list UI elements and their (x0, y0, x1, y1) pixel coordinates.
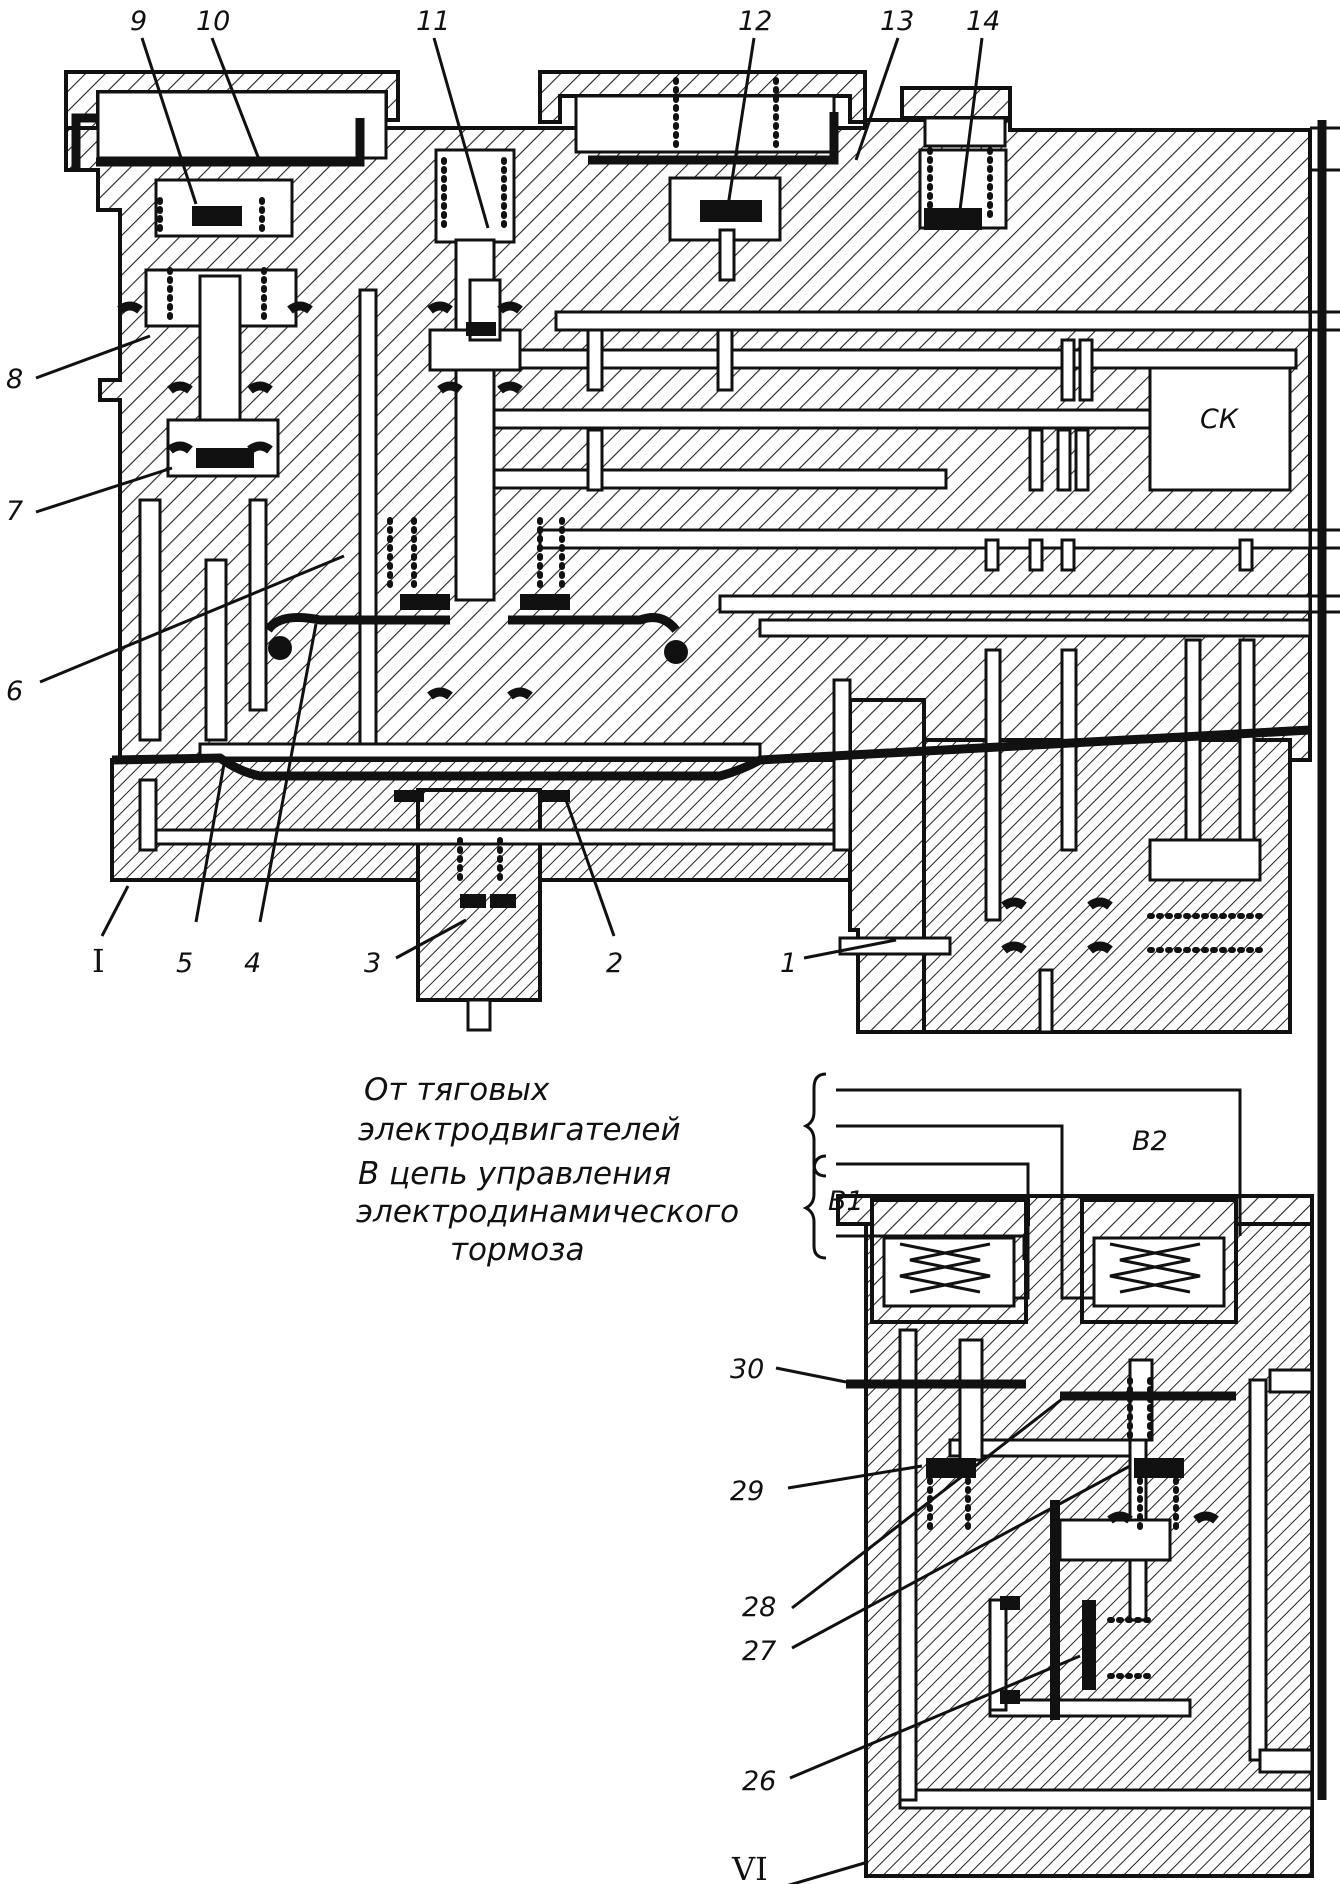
caption-line-5: тормоза (450, 1232, 585, 1268)
solenoid-b2 (1109, 1242, 1201, 1294)
label-28: 28 (742, 1592, 776, 1623)
wiring (802, 1072, 1242, 1300)
label-14: 14 (966, 6, 1000, 37)
label-6: 6 (6, 676, 23, 707)
label-I: I (92, 942, 105, 980)
label-b1: В1 (828, 1186, 864, 1217)
label-3: 3 (364, 948, 381, 979)
label-26: 26 (742, 1766, 776, 1797)
upper-springs (157, 77, 1267, 953)
label-11: 11 (416, 6, 450, 37)
label-1: 1 (780, 948, 797, 979)
label-b2: В2 (1132, 1126, 1168, 1157)
label-ck: СК (1200, 404, 1240, 435)
caption-line-3: В цепь управления (358, 1156, 671, 1192)
upper-stems (466, 120, 1340, 1800)
label-30: 30 (730, 1354, 764, 1385)
label-12: 12 (738, 6, 772, 37)
label-VI: VI (731, 1850, 768, 1884)
label-7: 7 (6, 496, 23, 527)
label-4: 4 (244, 948, 261, 979)
lower-valve-body (836, 1194, 1314, 1878)
leader-lines (35, 37, 1131, 1884)
label-10: 10 (196, 6, 230, 37)
upper-diaphragms (71, 112, 1311, 954)
caption-line-2: электродвигателей (358, 1112, 681, 1148)
label-2: 2 (606, 948, 623, 979)
label-9: 9 (130, 6, 147, 37)
label-13: 13 (880, 6, 914, 37)
label-5: 5 (176, 948, 193, 979)
solenoid-b1 (899, 1242, 991, 1294)
label-27: 27 (742, 1636, 776, 1667)
label-8: 8 (6, 364, 23, 395)
label-29: 29 (730, 1476, 764, 1507)
callout-labels: 9 10 11 12 13 14 8 7 6 I 5 4 3 2 1 СК В1… (6, 6, 1240, 1884)
lower-valves (846, 1377, 1236, 1720)
caption-line-1: От тяговых (364, 1072, 550, 1108)
caption: От тяговых электродвигателей В цепь упра… (356, 1072, 739, 1268)
caption-line-4: электродинамического (356, 1194, 739, 1230)
